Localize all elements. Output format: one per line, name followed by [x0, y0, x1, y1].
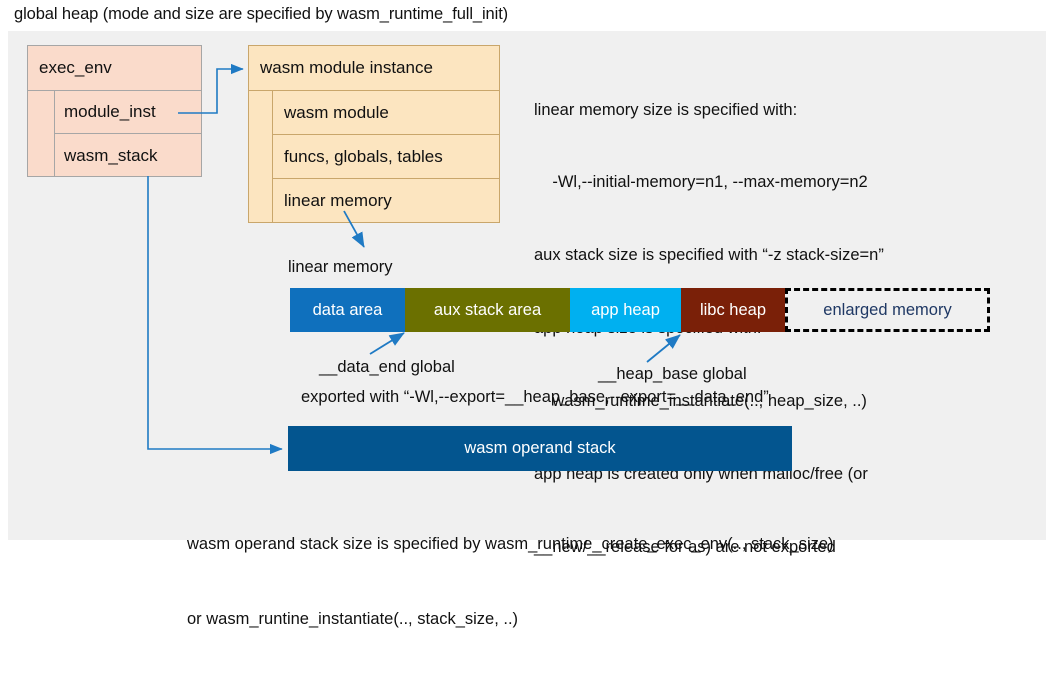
memory-segment-app-heap: app heap	[570, 288, 681, 332]
linear-memory-label: linear memory	[288, 258, 393, 276]
wasm-module-instance-indent-column	[248, 91, 273, 223]
memory-segment-aux-stack-area: aux stack area	[405, 288, 570, 332]
module-row-linear-memory: linear memory	[284, 191, 392, 210]
annotation-exported-with: exported with “-Wl,--export=__heap_base,…	[301, 388, 769, 406]
operand-note-line: wasm operand stack size is specified by …	[187, 535, 834, 553]
annotation-data-end: __data_end global	[319, 358, 455, 376]
wasm-module-instance-header: wasm module instance	[248, 45, 500, 91]
module-row-wasm-module: wasm module	[273, 91, 500, 135]
memory-segment-libc-heap: libc heap	[681, 288, 785, 332]
note-line: linear memory size is specified with:	[534, 100, 798, 119]
note-line: wasm_runtime_instantiate(.., heap_size, …	[534, 392, 867, 411]
exec-env-header: exec_env	[27, 45, 202, 91]
exec-env-indent-column	[27, 91, 55, 177]
exec-env-row-module-inst: module_inst	[55, 91, 202, 134]
note-line: -Wl,--initial-memory=n1, --max-memory=n2	[534, 173, 868, 192]
operand-note-line: or wasm_runtine_instantiate(.., stack_si…	[187, 610, 519, 628]
memory-segment-enlarged-memory: enlarged memory	[785, 288, 990, 332]
exec-env-box	[27, 45, 202, 177]
annotation-heap-base: __heap_base global	[598, 365, 747, 383]
page-title: global heap (mode and size are specified…	[14, 5, 509, 23]
note-line: aux stack size is specified with “-z sta…	[534, 246, 884, 265]
diagram-canvas: global heap (mode and size are specified…	[8, 5, 1046, 628]
operand-stack-notes: wasm operand stack size is specified by …	[187, 482, 834, 682]
wasm-operand-stack-box: wasm operand stack	[288, 426, 792, 471]
memory-segment-data-area: data area	[290, 288, 405, 332]
exec-env-row-wasm-stack: wasm_stack	[64, 145, 158, 165]
linear-memory-bar: data area aux stack area app heap libc h…	[290, 288, 990, 332]
module-row-funcs-globals-tables: funcs, globals, tables	[273, 135, 500, 179]
